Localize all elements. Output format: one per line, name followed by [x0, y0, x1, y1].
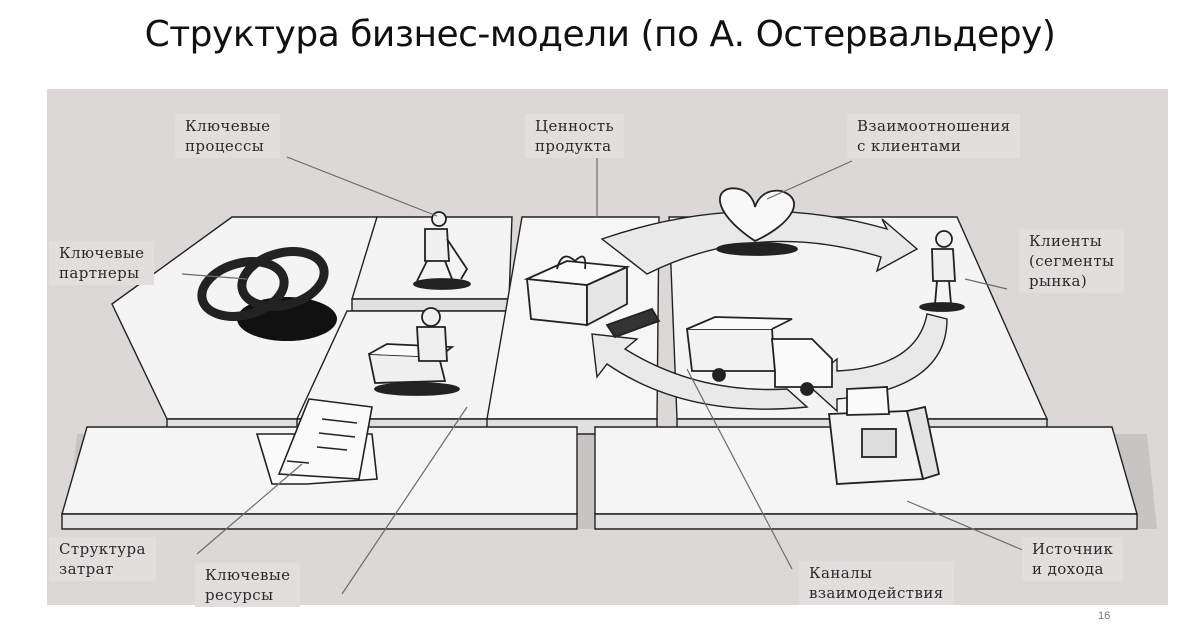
- gift-icon: [523, 255, 661, 339]
- leader-lines: [181, 156, 1033, 595]
- label-revenue-streams: Источник и дохода: [1022, 537, 1124, 581]
- canvas-illustration: [47, 89, 1168, 605]
- label-channels: Каналы взаимодействия: [799, 561, 954, 605]
- business-model-canvas: Ключевые процессы Ценность продукта Взаи…: [47, 89, 1168, 607]
- leader-key-partners: [181, 273, 248, 280]
- label-key-partners: Ключевые партнеры: [49, 241, 155, 285]
- leader-relationships: [766, 160, 853, 200]
- cash-register-icon: [827, 386, 941, 485]
- label-cost-structure: Структура затрат: [49, 537, 156, 581]
- leader-key-processes: [286, 156, 438, 217]
- label-customer-relationships: Взаимоотношения с клиентами: [847, 114, 1021, 158]
- leader-channels: [686, 368, 793, 570]
- rings-icon: [197, 247, 337, 341]
- page-number: 16: [1098, 610, 1111, 622]
- label-customer-segments: Клиенты (сегменты рынка): [1019, 229, 1125, 293]
- label-value-proposition: Ценность продукта: [525, 114, 625, 158]
- person-icon: [919, 230, 965, 312]
- worker-icon: [413, 211, 471, 290]
- slide-title: Структура бизнес-модели (по А. Остерваль…: [144, 14, 1056, 55]
- heart-icon: [716, 187, 798, 256]
- forklift-icon: [367, 307, 460, 396]
- leader-revenue-streams: [906, 500, 1033, 555]
- invoice-icon: [255, 398, 378, 485]
- leader-customer-segments: [964, 278, 1008, 290]
- label-key-processes: Ключевые процессы: [175, 114, 281, 158]
- leader-key-resources: [341, 406, 468, 595]
- leader-cost-structure: [196, 463, 303, 555]
- truck-icon: [685, 316, 833, 396]
- label-key-resources: Ключевые ресурсы: [195, 563, 301, 607]
